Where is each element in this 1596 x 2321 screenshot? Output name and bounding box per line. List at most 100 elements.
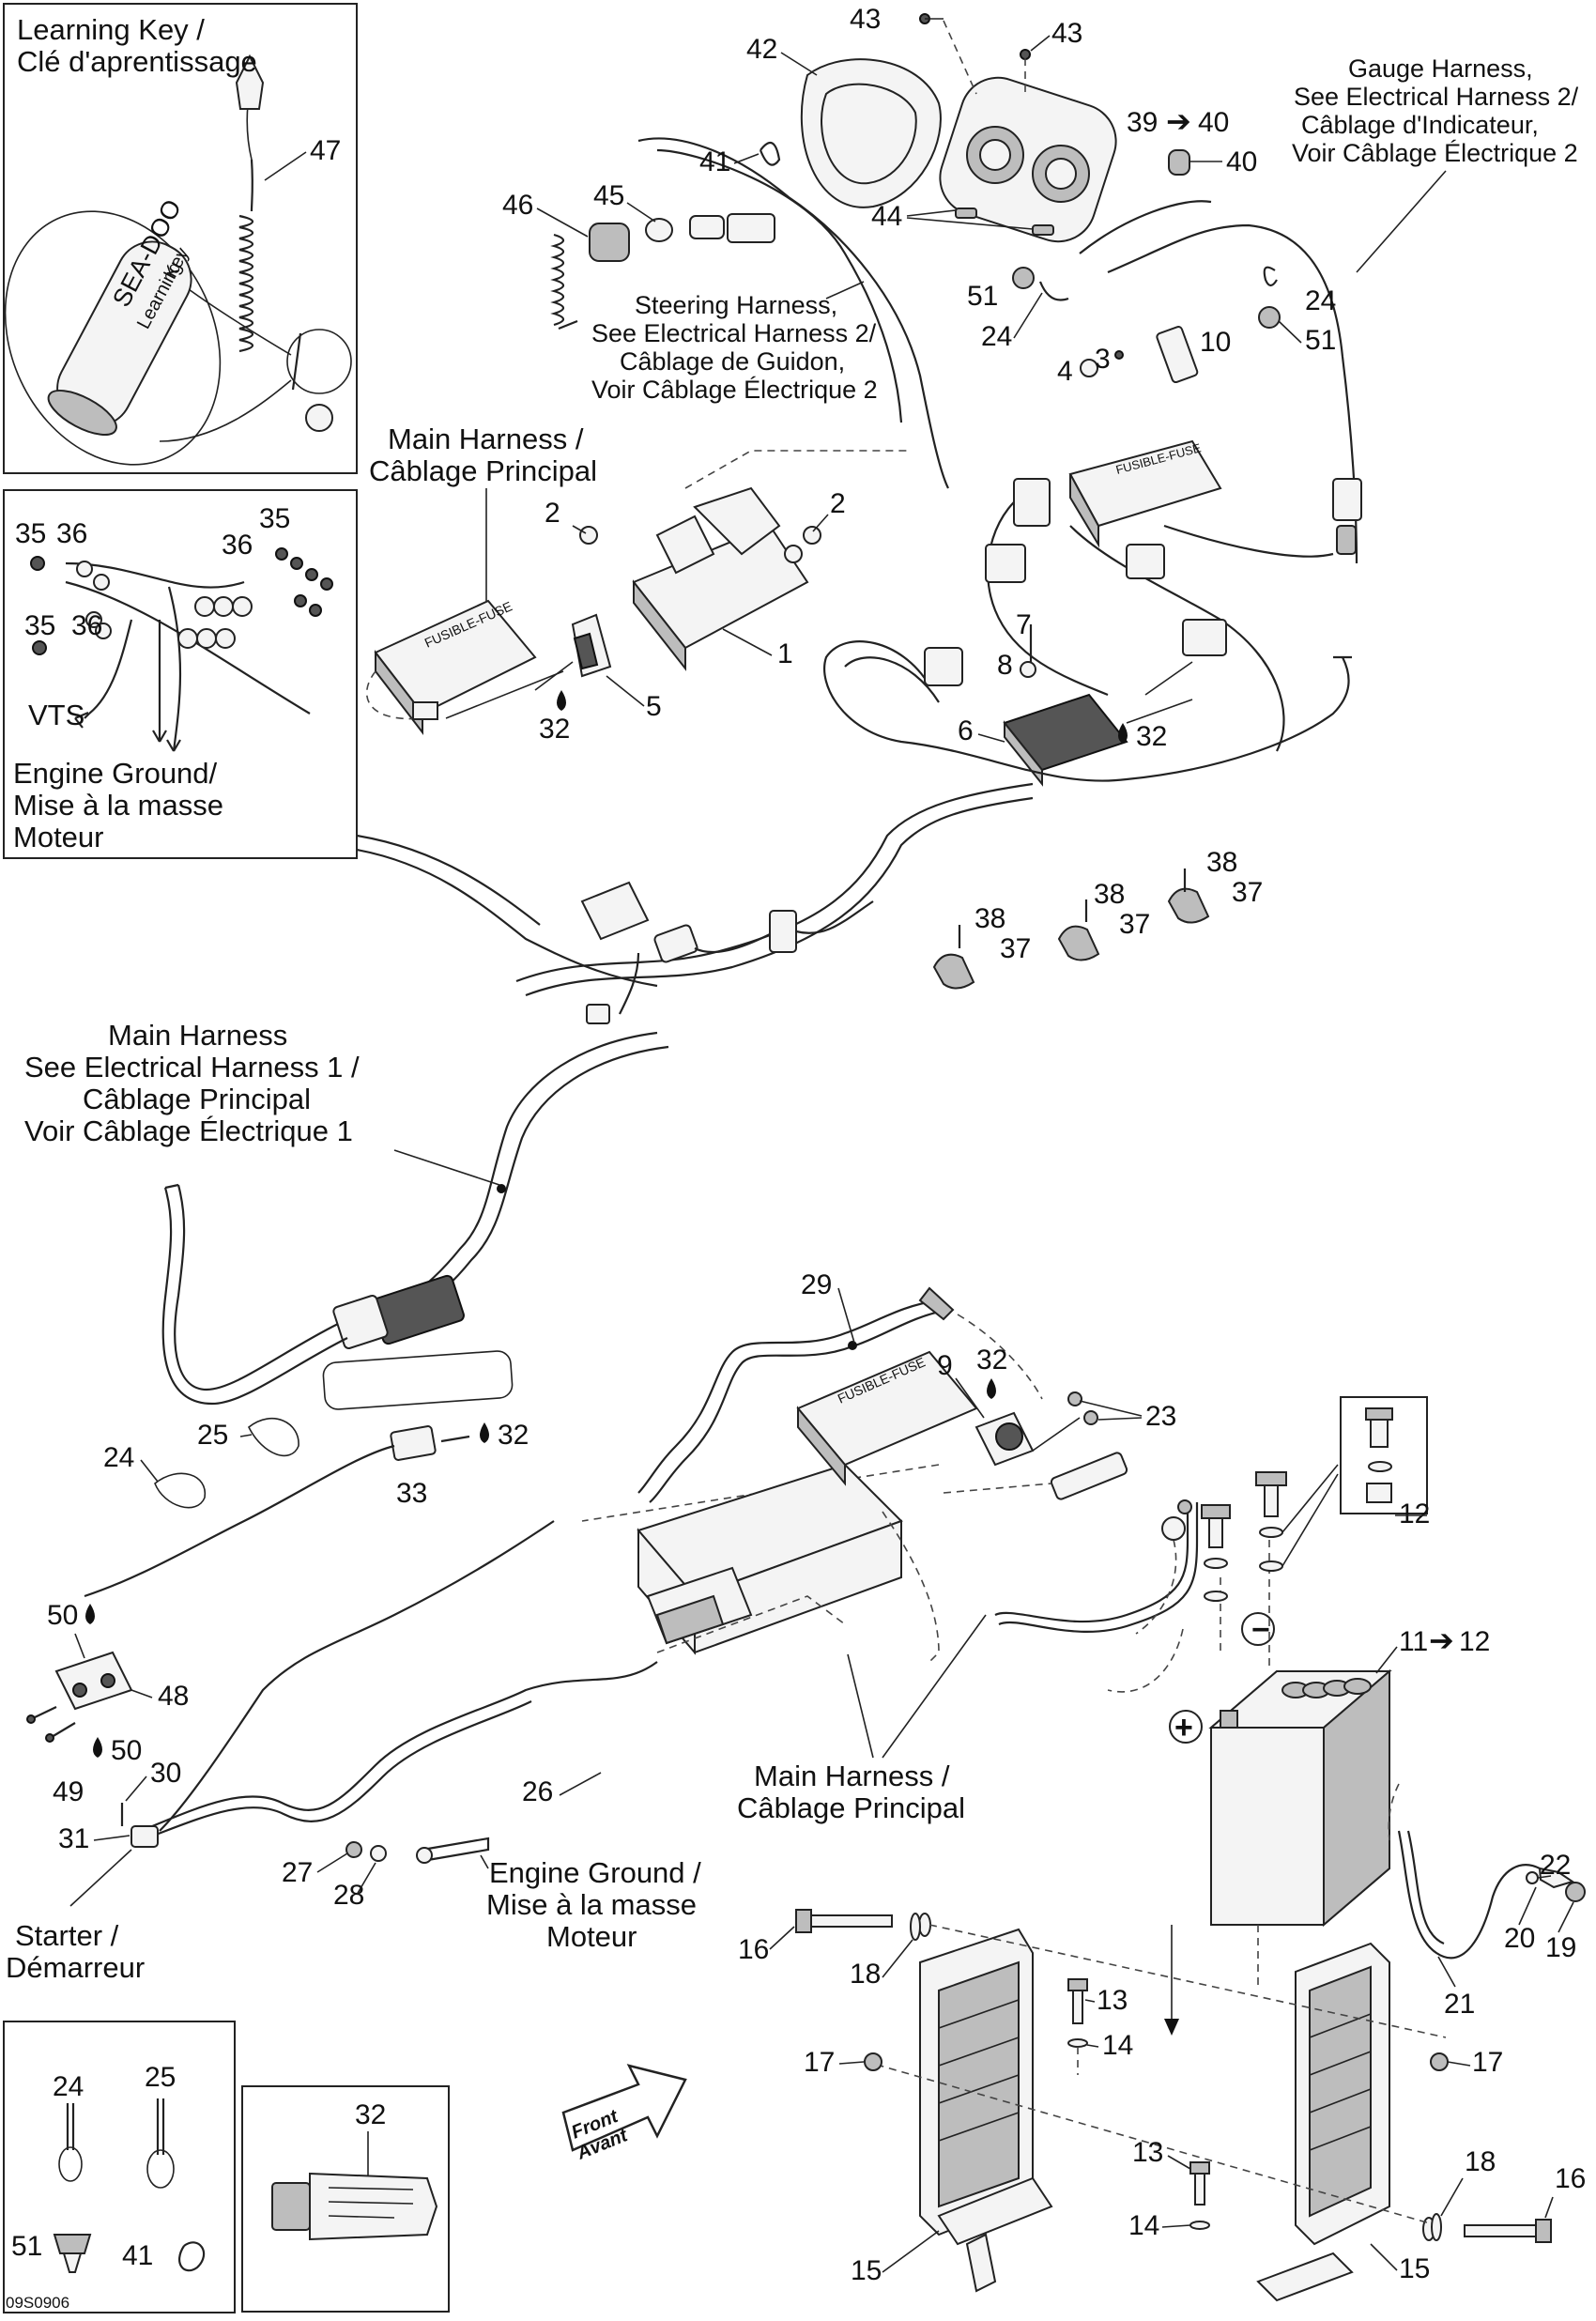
battery-drawing (1169, 1407, 1586, 1960)
callout-16-b: 16 (1555, 2163, 1586, 2194)
main-harness-mid-caption-1: Main Harness (108, 1019, 287, 1052)
learning-key-inset (3, 3, 358, 474)
gauge-harness-caption-2: See Electrical Harness 2/ (1294, 83, 1579, 111)
callout-40: 40 (1226, 146, 1257, 177)
callout-8: 8 (997, 650, 1013, 681)
callout-45: 45 (593, 180, 624, 211)
battery-plus-symbol: + (1174, 1710, 1193, 1745)
starter-caption-2: Démarreur (6, 1951, 145, 1984)
callout-7: 7 (1016, 609, 1032, 640)
clips-inset (3, 2021, 236, 2313)
engine-ground-inset-drawing (30, 547, 333, 752)
gauge-harness-caption-4: Voir Câblage Électrique 2 (1292, 139, 1578, 167)
steering-harness-caption-4: Voir Câblage Électrique 2 (591, 376, 878, 404)
learning-key-caption-2: Clé d'aprentissage (17, 45, 257, 78)
callout-36-c: 36 (71, 610, 102, 641)
callout-37-a: 37 (1000, 933, 1031, 964)
callout-39: 39 (1127, 107, 1158, 138)
callout-50-a: 50 (47, 1600, 78, 1631)
callout-41-b: 41 (122, 2240, 153, 2271)
engine-ground-bottom-caption-2: Mise à la masse (486, 1888, 697, 1921)
callout-2-a: 2 (545, 498, 560, 529)
vts-caption: VTS (28, 699, 84, 731)
callout-51-b: 51 (1305, 325, 1336, 356)
callout-41-a: 41 (699, 146, 730, 177)
callout-25-b: 25 (145, 2062, 176, 2093)
grease-drop-icon-5 (557, 690, 566, 711)
callout-18-b: 18 (1465, 2146, 1496, 2177)
fusebox-area-drawing: FUSIBLE-FUSE (515, 326, 1352, 997)
hardware-12-inset (1340, 1396, 1428, 1514)
callout-24-d: 24 (53, 2071, 84, 2102)
callout-32-e: 32 (355, 2099, 386, 2130)
callout-35-a: 35 (15, 518, 46, 549)
clips-37-38-drawing (932, 868, 1210, 990)
callout-30: 30 (150, 1758, 181, 1789)
grease-drop-icon-33 (480, 1422, 489, 1443)
callout-3: 3 (1095, 344, 1111, 375)
callout-50-b: 50 (111, 1735, 142, 1766)
main-harness-top-caption-2: Câblage Principal (369, 454, 597, 487)
main-harness-mid-drawing (161, 834, 874, 1410)
callout-37-b: 37 (1119, 909, 1150, 940)
callout-38-c: 38 (1206, 847, 1237, 878)
clips-inset-drawing (53, 2098, 206, 2273)
callout-36-a: 36 (56, 518, 87, 549)
grease-drop-icon-50b (93, 1737, 102, 1758)
steering-harness-caption-1: Steering Harness, (635, 291, 837, 319)
callout-44: 44 (871, 201, 902, 232)
engine-ground-bottom-caption-3: Moteur (546, 1920, 637, 1953)
callout-37-c: 37 (1232, 877, 1263, 908)
callout-38-a: 38 (974, 903, 1005, 934)
callout-51-c: 51 (11, 2231, 42, 2262)
figure-code: 09S0906 (6, 2294, 69, 2312)
grease-tube-icon (271, 2172, 438, 2241)
callout-14-b: 14 (1128, 2210, 1159, 2241)
grease-drop-icon-9 (987, 1378, 996, 1399)
callout-19: 19 (1545, 1932, 1576, 1963)
engine-ground-inset (3, 489, 358, 859)
engine-ground-bottom-caption-1: Engine Ground / (489, 1856, 701, 1889)
main-harness-mid-caption-3: Câblage Principal (83, 1083, 311, 1115)
callout-13-b: 13 (1132, 2137, 1163, 2168)
callout-46: 46 (502, 190, 533, 221)
callout-32-c: 32 (498, 1420, 529, 1451)
callout-13-a: 13 (1097, 1985, 1128, 2016)
callout-10: 10 (1200, 327, 1231, 358)
callout-15-a: 15 (851, 2255, 882, 2286)
callout-23: 23 (1145, 1401, 1176, 1432)
main-harness-mid-caption-4: Voir Câblage Électrique 1 (24, 1114, 353, 1147)
callout-11-to-12: 12 (1459, 1626, 1490, 1657)
callout-32-d: 32 (976, 1345, 1007, 1376)
engine-ground-inset-caption-3: Moteur (13, 821, 103, 853)
callout-15-b: 15 (1399, 2253, 1430, 2284)
callout-33: 33 (396, 1478, 427, 1509)
callout-4: 4 (1057, 356, 1073, 387)
callout-25-a: 25 (197, 1420, 228, 1451)
callout-17-a: 17 (804, 2047, 835, 2078)
gauge-harness-caption-1: Gauge Harness, (1348, 54, 1533, 83)
callout-24-a: 24 (981, 321, 1012, 352)
arrow-11-to-12: ➔ (1429, 1623, 1454, 1657)
callout-51-a: 51 (967, 281, 998, 312)
callout-42: 42 (746, 34, 777, 65)
battery-minus-symbol: − (1251, 1612, 1270, 1648)
callout-47: 47 (310, 135, 341, 166)
callout-2-b: 2 (830, 488, 846, 519)
arrow-39-to-40: ➔ (1166, 104, 1191, 138)
callout-24-c: 24 (103, 1442, 134, 1473)
callout-43-b: 43 (1051, 18, 1082, 49)
callout-20: 20 (1504, 1923, 1535, 1954)
callout-14-a: 14 (1102, 2030, 1133, 2061)
callout-16-a: 16 (738, 1934, 769, 1965)
callout-26: 26 (522, 1776, 553, 1807)
callout-49: 49 (53, 1776, 84, 1807)
callout-11: 11 (1399, 1626, 1428, 1657)
grease-drop-icon-6 (1118, 723, 1128, 744)
callout-38-b: 38 (1094, 879, 1125, 910)
callout-29: 29 (801, 1269, 832, 1300)
front-arrow-icon (561, 2064, 687, 2152)
main-harness-mid-caption-2: See Electrical Harness 1 / (24, 1051, 360, 1084)
